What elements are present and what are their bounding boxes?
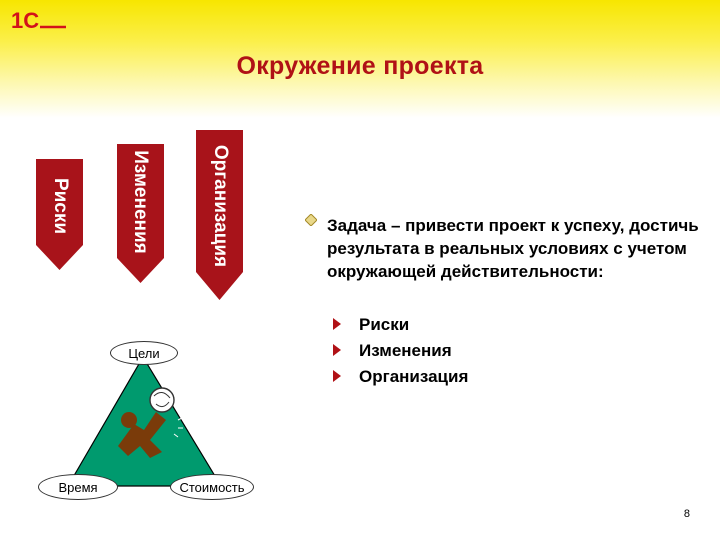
- triangle-shape: [66, 355, 223, 487]
- sub-bullet-text: Изменения: [359, 341, 452, 360]
- arrow-bullet-icon: [333, 370, 341, 382]
- arrow-bullet-icon: [333, 318, 341, 330]
- arrow-organization-shape: [196, 130, 243, 300]
- main-bullet-text: Задача – привести проект к успеху, дости…: [327, 216, 699, 281]
- oval-goals: Цели: [110, 341, 178, 365]
- arrow-changes-shape: [117, 144, 164, 283]
- page-number: 8: [683, 508, 690, 520]
- sub-bullet-text: Риски: [359, 315, 410, 334]
- figure-illustration: [118, 387, 183, 458]
- diamond-bullet-icon: [305, 214, 317, 226]
- oval-time: Время: [38, 474, 118, 500]
- oval-cost: Стоимость: [170, 474, 254, 500]
- sub-bullet-text: Организация: [359, 367, 469, 386]
- arrow-risks-shape: [36, 159, 83, 270]
- page-title: Окружение проекта: [236, 52, 484, 80]
- arrow-changes-label: Изменения: [130, 150, 151, 254]
- arrow-bullet-icon: [333, 344, 341, 356]
- header-band: [0, 0, 720, 118]
- arrow-organization-label: Организация: [210, 144, 231, 268]
- logo: 1С: [11, 8, 66, 31]
- arrow-risks-label: Риски: [50, 177, 71, 235]
- logo-text: 1С: [11, 8, 39, 31]
